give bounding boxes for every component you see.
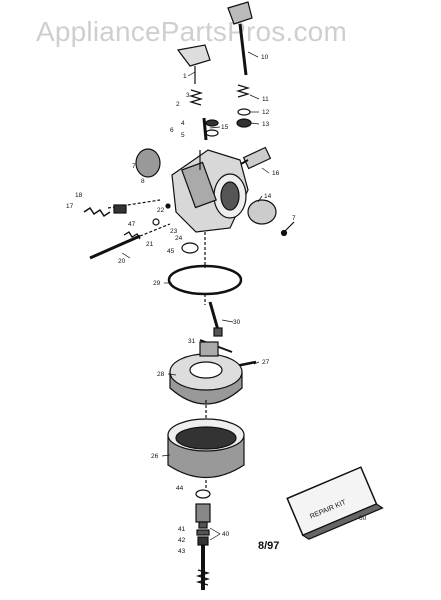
spring-2 (188, 89, 204, 106)
callout-14: 14 (264, 193, 272, 200)
callout-44: 44 (176, 485, 184, 492)
callout-30: 30 (233, 319, 241, 326)
callout-42: 42 (178, 537, 186, 544)
callout-27: 27 (262, 359, 270, 366)
callout-45: 45 (167, 248, 175, 255)
part-12-washer (237, 108, 251, 116)
callout-28: 28 (157, 371, 165, 378)
callout-15: 15 (221, 124, 229, 131)
callout-18: 18 (75, 192, 83, 199)
callout-21: 21 (146, 241, 154, 248)
part-10-shaft (227, 1, 253, 76)
callout-23: 23 (170, 228, 178, 235)
callout-31: 31 (188, 338, 196, 345)
watermark-text: AppliancePartsPros.com (36, 16, 347, 47)
callout-8: 8 (141, 178, 145, 185)
part-5-washer (205, 129, 219, 137)
callout-17: 17 (66, 203, 74, 210)
callout-4: 4 (181, 120, 185, 127)
part-45-seal (181, 242, 199, 254)
callout-5: 5 (181, 132, 185, 139)
part-30-needle (208, 301, 223, 337)
part-28-float (169, 341, 243, 405)
part-18-spring-screw (83, 199, 161, 218)
callout-20: 20 (118, 258, 126, 265)
carburetor-body (171, 149, 249, 233)
callout-10: 10 (261, 54, 269, 61)
callout-16: 16 (272, 170, 280, 177)
callout-47: 47 (128, 221, 136, 228)
part-14-plate (247, 199, 277, 225)
date-code: 8/97 (258, 540, 280, 552)
callout-2: 2 (176, 101, 180, 108)
callout-7b: 7 (292, 215, 296, 222)
callout-22: 22 (157, 207, 165, 214)
callout-7a: 7 (132, 163, 136, 170)
spring-11 (235, 84, 251, 98)
callout-40: 40 (222, 531, 230, 538)
part-20-needle (89, 223, 171, 260)
part-44-washer (195, 489, 211, 499)
callout-43: 43 (178, 548, 186, 555)
part-1-plate (176, 44, 211, 84)
part-26-bowl (167, 418, 245, 479)
part-15-pin (202, 117, 208, 141)
part-22-block (113, 204, 127, 214)
part-29-gasket (167, 264, 243, 296)
callout-24: 24 (175, 235, 183, 242)
callout-12: 12 (262, 109, 270, 116)
callout-11: 11 (262, 96, 269, 103)
part-24-ball (165, 203, 171, 209)
repair-kit-box[interactable] (286, 466, 384, 541)
callout-1: 1 (183, 73, 187, 80)
callout-26: 26 (151, 453, 159, 460)
callout-3: 3 (186, 92, 190, 99)
part-4-washer (205, 119, 219, 127)
part-8-disc (135, 148, 161, 178)
callout-13: 13 (262, 121, 270, 128)
callout-29: 29 (153, 280, 161, 287)
callout-6: 6 (170, 127, 174, 134)
part-23-ring (152, 218, 160, 226)
part-40-bolt (195, 503, 211, 590)
callout-41: 41 (178, 526, 186, 533)
part-13-washer (236, 118, 252, 128)
callout-60: 60 (359, 515, 367, 522)
